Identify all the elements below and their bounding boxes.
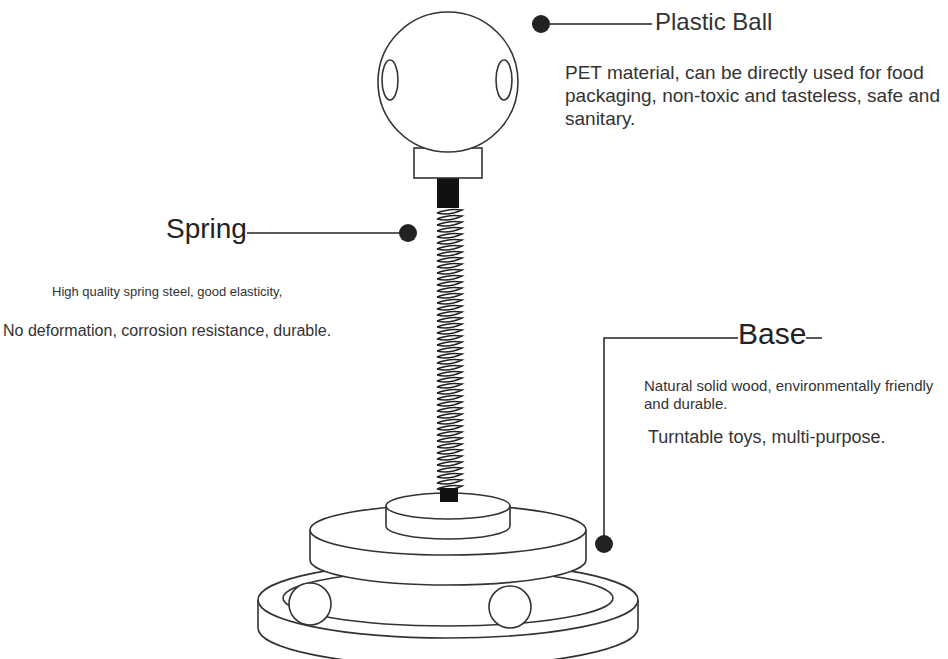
- track-ball: [489, 586, 531, 628]
- coil-winding: [437, 239, 462, 244]
- coil-winding: [437, 479, 462, 484]
- spring-end: [440, 488, 458, 502]
- coil-winding: [437, 437, 462, 442]
- coil-winding: [437, 353, 462, 358]
- spring-cap: [437, 178, 459, 208]
- coil-winding: [437, 317, 462, 322]
- coil-winding: [437, 377, 462, 382]
- ball-hole: [382, 60, 398, 100]
- coil-winding: [437, 329, 462, 334]
- coil-winding: [437, 467, 462, 472]
- coil-winding: [437, 287, 462, 292]
- coil-winding: [437, 425, 462, 430]
- coil-winding: [437, 209, 462, 214]
- leader-dot: [595, 535, 613, 553]
- part-name: Base: [738, 316, 806, 352]
- coil-winding: [437, 221, 462, 226]
- coil-winding: [437, 275, 462, 280]
- part-description: Natural solid wood, environmentally frie…: [644, 377, 944, 413]
- coil-winding: [437, 389, 462, 394]
- coil-winding: [437, 257, 462, 262]
- spring-coil: [437, 209, 462, 490]
- leader-dot: [532, 15, 550, 33]
- leader-line: [541, 23, 652, 25]
- coil-winding: [437, 419, 462, 424]
- coil-winding: [437, 251, 462, 256]
- part-description: Turntable toys, multi-purpose.: [648, 427, 885, 449]
- coil-winding: [437, 455, 462, 460]
- coil-winding: [437, 263, 462, 268]
- coil-winding: [437, 473, 462, 478]
- leader-dot: [399, 224, 417, 242]
- coil-winding: [437, 461, 462, 466]
- part-name: Plastic Ball: [655, 8, 772, 37]
- coil-winding: [437, 323, 462, 328]
- coil-winding: [437, 359, 462, 364]
- part-name: Spring: [166, 212, 247, 246]
- coil-winding: [437, 311, 462, 316]
- coil-winding: [437, 245, 462, 250]
- coil-winding: [437, 401, 462, 406]
- coil-winding: [437, 215, 462, 220]
- coil-winding: [437, 299, 462, 304]
- track-ball: [289, 583, 331, 625]
- plastic-ball: [378, 12, 518, 152]
- coil-winding: [437, 347, 462, 352]
- coil-winding: [437, 233, 462, 238]
- base-group: [258, 493, 638, 659]
- coil-winding: [437, 341, 462, 346]
- coil-winding: [437, 383, 462, 388]
- ball-group: [378, 12, 518, 178]
- coil-winding: [437, 293, 462, 298]
- ball-hole: [496, 60, 512, 100]
- part-description: High quality spring steel, good elastici…: [52, 284, 282, 300]
- coil-winding: [437, 365, 462, 370]
- coil-winding: [437, 281, 462, 286]
- coil-winding: [437, 335, 462, 340]
- coil-winding: [437, 371, 462, 376]
- part-description: No deformation, corrosion resistance, du…: [3, 321, 331, 340]
- coil-winding: [437, 269, 462, 274]
- coil-winding: [437, 449, 462, 454]
- coil-winding: [437, 395, 462, 400]
- coil-winding: [437, 413, 462, 418]
- coil-winding: [437, 305, 462, 310]
- part-description: PET material, can be directly used for f…: [565, 62, 943, 130]
- coil-winding: [437, 443, 462, 448]
- coil-winding: [437, 407, 462, 412]
- coil-winding: [437, 227, 462, 232]
- coil-winding: [437, 431, 462, 436]
